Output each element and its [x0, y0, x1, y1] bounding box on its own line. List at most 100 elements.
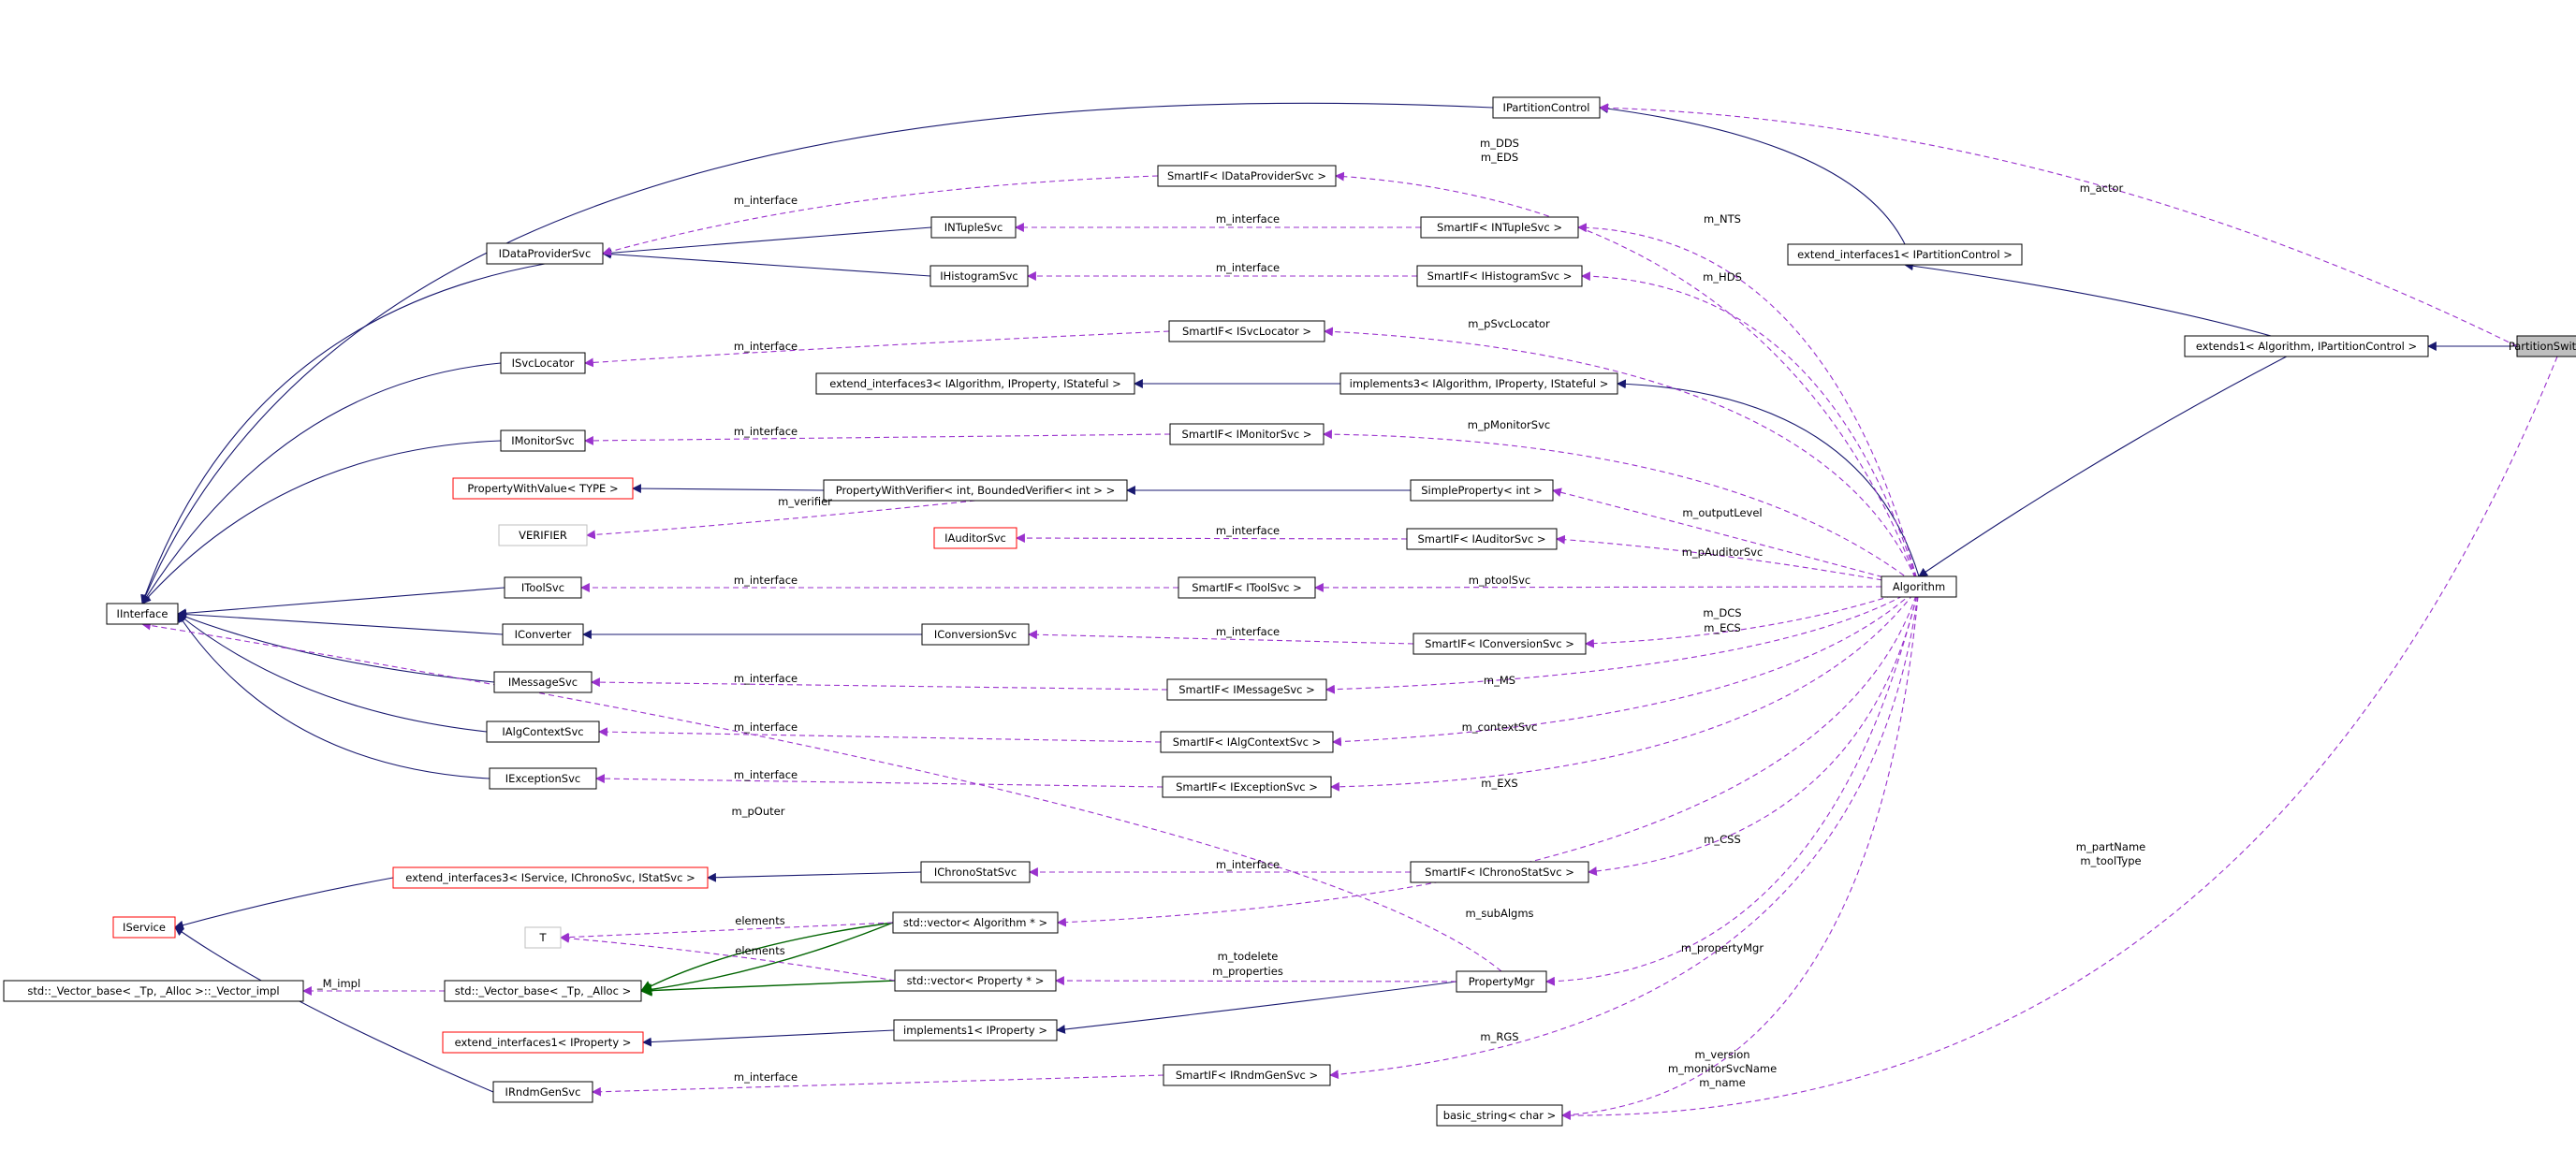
node-smart-if-imonitor-svc[interactable]: SmartIF< IMonitorSvc > [1169, 423, 1325, 445]
edge-label-m-ecs: m_ECS [1704, 621, 1741, 634]
node-box-impl1-iprop [893, 1019, 1058, 1041]
node-property-with-verifier[interactable]: PropertyWithVerifier< int, BoundedVerifi… [823, 479, 1128, 502]
node-algorithm[interactable]: Algorithm [1881, 575, 1957, 598]
edge-label-m-todelete: m_todelete [1218, 950, 1279, 963]
node-box-simple-property [1410, 479, 1554, 502]
node-verifier[interactable]: VERIFIER [498, 524, 588, 546]
edge-label-m-eds: m_EDS [1481, 151, 1518, 164]
edge-property-mgr-to-impl1-iprop [1056, 981, 1457, 1034]
node-iconverter[interactable]: IConverter [502, 623, 584, 646]
edge-property-with-verifier-to-property-with-value [632, 484, 825, 494]
edge-label-m-dcs: m_DCS [1703, 606, 1741, 619]
node-extends1[interactable]: extends1< Algorithm, IPartitionControl > [2184, 335, 2429, 357]
node-smart-if-ihistogram-svc[interactable]: SmartIF< IHistogramSvc > [1416, 265, 1583, 287]
node-vector-base-impl[interactable]: std::_Vector_base< _Tp, _Alloc >::_Vecto… [3, 980, 304, 1002]
node-intuple-svc[interactable]: INTupleSvc [930, 216, 1017, 239]
node-smart-if-isvc-locator[interactable]: SmartIF< ISvcLocator > [1168, 320, 1325, 342]
node-label-ipartition-control: IPartitionControl [1503, 101, 1590, 114]
node-ext1-iprop[interactable]: extend_interfaces1< IProperty > [442, 1031, 644, 1054]
node-isvc-locator[interactable]: ISvcLocator [500, 352, 586, 374]
node-impl1-iprop[interactable]: implements1< IProperty > [893, 1019, 1058, 1041]
node-vec-alg[interactable]: std::vector< Algorithm * > [892, 911, 1059, 934]
node-property-mgr[interactable]: PropertyMgr [1456, 970, 1547, 993]
edge-extends1-to-algorithm [1918, 345, 2307, 577]
usage-edge-28-smart-if-itool-svc [1314, 583, 1882, 592]
usage-edge-37-basic-string [1561, 586, 1920, 1120]
usage-edge-22-smart-if-intuple-svc [1577, 223, 1920, 588]
node-smart-if-irndm-gen-svc[interactable]: SmartIF< IRndmGenSvc > [1163, 1064, 1331, 1086]
node-ihistogram-svc[interactable]: IHistogramSvc [929, 265, 1029, 287]
node-label-vector-base: std::_Vector_base< _Tp, _Alloc > [455, 984, 631, 997]
node-label-ext3-alg: extend_interfaces3< IAlgorithm, IPropert… [829, 377, 1121, 390]
node-box-smart-if-ihistogram-svc [1416, 265, 1583, 287]
edge-irndm-gen-svc-to-iservice [174, 926, 494, 1093]
edge-ichrono-stat-svc-to-ext3-chrono [707, 871, 922, 882]
node-ialg-context-svc[interactable]: IAlgContextSvc [486, 721, 600, 743]
node-partition-switch-alg[interactable]: PartitionSwitchAlg [2509, 335, 2576, 357]
node-imessage-svc[interactable]: IMessageSvc [493, 671, 593, 693]
node-smart-if-intuple-svc[interactable]: SmartIF< INTupleSvc > [1420, 216, 1579, 239]
edge-label-m-monitor-svc-name: m_monitorSvcName [1668, 1062, 1777, 1075]
usage-edge-32-smart-if-iexception-svc [1330, 586, 1920, 792]
node-box-impl3 [1339, 372, 1618, 395]
node-ext-ipc[interactable]: extend_interfaces1< IPartitionControl > [1787, 243, 2023, 266]
node-ext3-alg[interactable]: extend_interfaces3< IAlgorithm, IPropert… [815, 372, 1135, 395]
node-impl3[interactable]: implements3< IAlgorithm, IProperty, ISta… [1339, 372, 1618, 395]
edge-itool-svc-to-iinterface [177, 587, 505, 619]
node-simple-property[interactable]: SimpleProperty< int > [1410, 479, 1554, 502]
node-iinterface[interactable]: IInterface [106, 603, 179, 625]
usage-edge-2-idata-provider-svc [602, 175, 1159, 256]
node-ext3-chrono[interactable]: extend_interfaces3< IService, IChronoSvc… [392, 866, 709, 889]
node-iexception-svc[interactable]: IExceptionSvc [489, 767, 597, 790]
edge-label-m-part-name: m_partName [2076, 840, 2145, 853]
node-itool-svc[interactable]: IToolSvc [504, 576, 582, 599]
edge-impl1-iprop-to-ext1-iprop [642, 1029, 895, 1047]
node-property-with-value[interactable]: PropertyWithValue< TYPE > [452, 477, 634, 500]
node-basic-string[interactable]: basic_string< char > [1436, 1104, 1563, 1127]
node-label-smart-if-idata-provider-svc: SmartIF< IDataProviderSvc > [1167, 169, 1326, 182]
edge-label-m-interface: m_interface [734, 340, 798, 353]
edge-label-m-name: m_name [1699, 1076, 1746, 1089]
node-label-idata-provider-svc: IDataProviderSvc [499, 247, 592, 260]
node-imonitor-svc[interactable]: IMonitorSvc [500, 429, 586, 452]
node-smart-if-iauditor-svc[interactable]: SmartIF< IAuditorSvc > [1406, 528, 1558, 550]
usage-edge-11-ialg-context-svc [598, 727, 1162, 743]
node-iconversion-svc[interactable]: IConversionSvc [921, 623, 1030, 646]
node-vector-base[interactable]: std::_Vector_base< _Tp, _Alloc > [444, 980, 642, 1002]
edge-label-m-sub-algms: m_subAlgms [1465, 907, 1533, 920]
node-vec-prop[interactable]: std::vector< Property * > [894, 969, 1057, 992]
node-label-impl3: implements3< IAlgorithm, IProperty, ISta… [1350, 377, 1609, 390]
edge-label-m-property-mgr: m_propertyMgr [1681, 941, 1764, 954]
edge-vec-alg-to-vector-base-2 [639, 922, 894, 996]
node-label-smart-if-iexception-svc: SmartIF< IExceptionSvc > [1176, 780, 1318, 793]
node-smart-if-imessage-svc[interactable]: SmartIF< IMessageSvc > [1166, 678, 1327, 701]
edge-label-m-interface: m_interface [1216, 261, 1280, 274]
node-ichrono-stat-svc[interactable]: IChronoStatSvc [920, 861, 1031, 883]
node-box-extends1 [2184, 335, 2429, 357]
node-t[interactable]: T [524, 926, 562, 949]
edge-label-m-interface: m_interface [1216, 212, 1280, 226]
edge-label-m-p-monitor-svc: m_pMonitorSvc [1468, 418, 1550, 431]
node-smart-if-iconversion-svc[interactable]: SmartIF< IConversionSvc > [1412, 633, 1587, 655]
edge-label--m-impl: _M_impl [316, 977, 360, 990]
node-box-intuple-svc [930, 216, 1017, 239]
node-label-iconversion-svc: IConversionSvc [934, 628, 1017, 641]
node-iauditor-svc[interactable]: IAuditorSvc [933, 527, 1017, 549]
edge-label-m-interface: m_interface [1216, 858, 1280, 871]
node-smart-if-iexception-svc[interactable]: SmartIF< IExceptionSvc > [1162, 776, 1332, 798]
edge-imessage-svc-to-iinterface [177, 612, 495, 683]
node-label-basic-string: basic_string< char > [1443, 1109, 1557, 1122]
node-irndm-gen-svc[interactable]: IRndmGenSvc [492, 1081, 593, 1103]
edge-label-m-ms: m_MS [1484, 674, 1515, 687]
node-smart-if-ialg-context-svc[interactable]: SmartIF< IAlgContextSvc > [1160, 731, 1334, 753]
node-smart-if-itool-svc[interactable]: SmartIF< IToolSvc > [1178, 576, 1316, 599]
node-box-imonitor-svc [500, 429, 586, 452]
node-smart-if-ichrono-stat-svc[interactable]: SmartIF< IChronoStatSvc > [1410, 861, 1589, 883]
node-smart-if-idata-provider-svc[interactable]: SmartIF< IDataProviderSvc > [1157, 165, 1337, 187]
node-ipartition-control[interactable]: IPartitionControl [1492, 96, 1601, 119]
node-iservice[interactable]: IService [112, 916, 176, 939]
node-idata-provider-svc[interactable]: IDataProviderSvc [486, 242, 604, 265]
usage-edge-31-smart-if-ialg-context-svc [1332, 586, 1920, 747]
usage-edge-21-smart-if-idata-provider-svc [1335, 171, 1920, 588]
